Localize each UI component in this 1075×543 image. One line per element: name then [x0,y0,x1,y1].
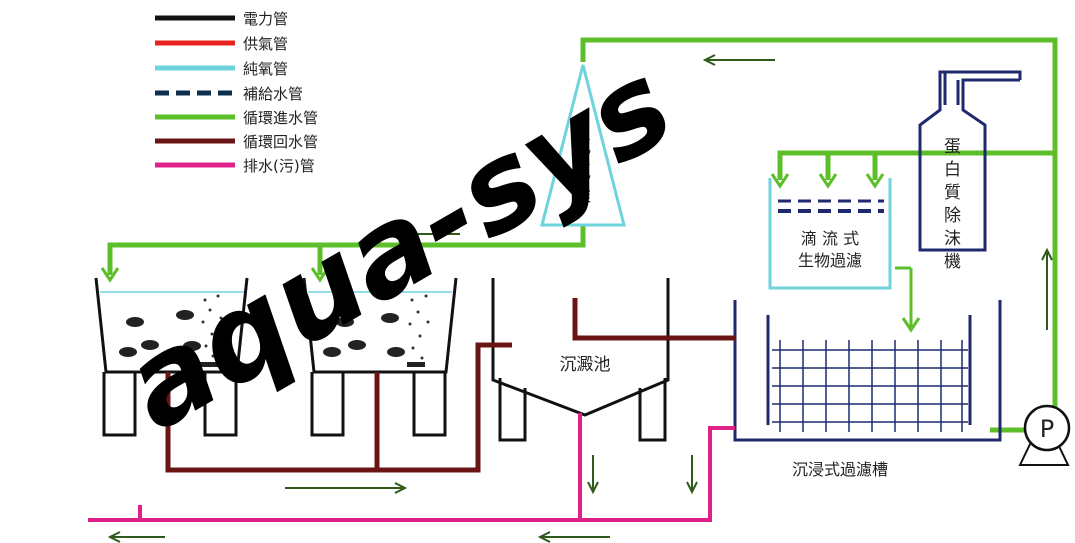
skimmer-char-5: 沫 [944,229,961,249]
submerged-filter-tank [733,300,1002,442]
settling-tank-label: 沉澱池 [560,355,611,375]
drain-pipe [88,413,735,522]
protein-skimmer [918,70,1022,252]
oxygen-cone-char-1: 氧 [574,137,591,157]
fish-tank-1 [94,277,249,437]
oxygen-cone: 氧 氣 錐 [540,64,626,227]
oxygen-cone-char-3: 錐 [574,187,591,207]
filter-media [772,340,968,432]
trickle-filter-label-1: 滴 流 式 [801,229,859,248]
skimmer-char-3: 質 [944,183,961,203]
skimmer-char-2: 白 [944,160,961,180]
legend-label-circ-return: 循環回水管 [243,133,318,151]
supply-arrowheads [100,173,921,333]
air-stone-2 [407,362,425,367]
legend-label-makeup-water: 補給水管 [243,85,303,103]
air-bubbles [201,294,430,360]
pump-icon: P [1018,404,1071,466]
fish-group [119,310,405,357]
air-stone-1 [200,362,218,367]
legend-label-drain: 排水(污)管 [243,157,315,175]
pump-label: P [1040,415,1054,443]
trickle-filter: 滴 流 式 生物過濾 [768,178,892,290]
oxygen-cone-char-2: 氣 [574,162,591,182]
legend-label-oxygen: 純氧管 [243,60,288,78]
skimmer-char-4: 除 [944,206,961,226]
trickle-filter-label-2: 生物過濾 [798,251,862,270]
legend: 電力管 供氣管 純氧管 補給水管 循環進水管 循環回水管 排水(污)管 [155,10,318,175]
skimmer-char-1: 蛋 [944,137,961,157]
legend-label-circ-in: 循環進水管 [243,109,318,127]
fish-tank-2 [302,277,458,437]
legend-label-air: 供氣管 [243,35,288,53]
skimmer-char-6: 機 [944,252,961,272]
flow-arrows [107,54,1053,543]
circulation-supply-pipe [107,37,1058,433]
circulation-return-pipe [165,298,735,473]
legend-label-power: 電力管 [243,10,288,28]
submerged-filter-label: 沉浸式過濾槽 [792,460,888,479]
